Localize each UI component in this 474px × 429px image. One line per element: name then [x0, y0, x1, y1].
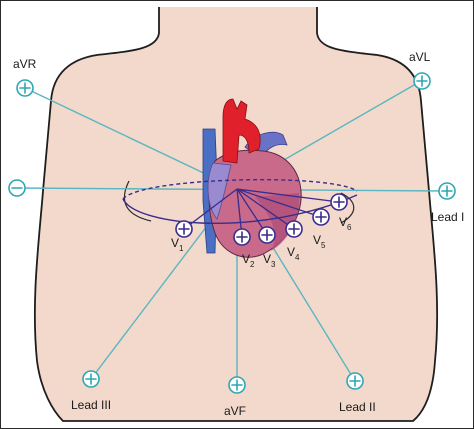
electrode-v4: [285, 220, 303, 238]
v4-label: V4: [287, 245, 300, 262]
electrode-v5: [312, 208, 330, 226]
electrode-lead-iii: [82, 370, 100, 388]
lead-iii-label: Lead III: [71, 398, 111, 412]
electrode-lead-ii: [346, 372, 364, 390]
v1-line: [183, 188, 238, 230]
v6-line: [236, 188, 340, 203]
v3-line: [236, 188, 268, 236]
electrode-v3: [258, 226, 276, 244]
precordial-lines: [183, 188, 340, 238]
electrode-avl: [413, 72, 431, 90]
avr-axis-line: [24, 87, 234, 188]
avr-label: aVR: [13, 57, 37, 71]
v2-label: V2: [242, 252, 255, 269]
v5-line: [236, 188, 322, 218]
avl-label: aVL: [409, 50, 431, 64]
lead-ii-label: Lead II: [339, 400, 376, 414]
v3-label: V3: [263, 252, 276, 269]
avf-label: aVF: [224, 404, 246, 418]
v5-label: V5: [313, 233, 326, 250]
right-atrium: [207, 162, 232, 220]
electrode-v2: [233, 228, 251, 246]
horizontal-plane-back: [122, 178, 358, 200]
right-pectoral-line: [340, 192, 355, 224]
electrode-avr: [16, 79, 34, 97]
v6-label: V6: [339, 215, 352, 232]
v1-label: V1: [171, 236, 184, 253]
left-pectoral-line: [123, 180, 152, 222]
electrode-v6: [330, 193, 348, 211]
electrode-v1: [175, 220, 193, 238]
lead-i-label: Lead I: [431, 210, 464, 224]
aorta: [222, 98, 261, 164]
v4-line: [236, 188, 295, 230]
electrode-lead-i: [438, 182, 456, 200]
electrode-avf: [228, 376, 246, 394]
electrode-lead-i-negative: [8, 179, 26, 197]
left-ventricle-shading: [255, 193, 300, 251]
heart-illustration: [122, 98, 358, 258]
